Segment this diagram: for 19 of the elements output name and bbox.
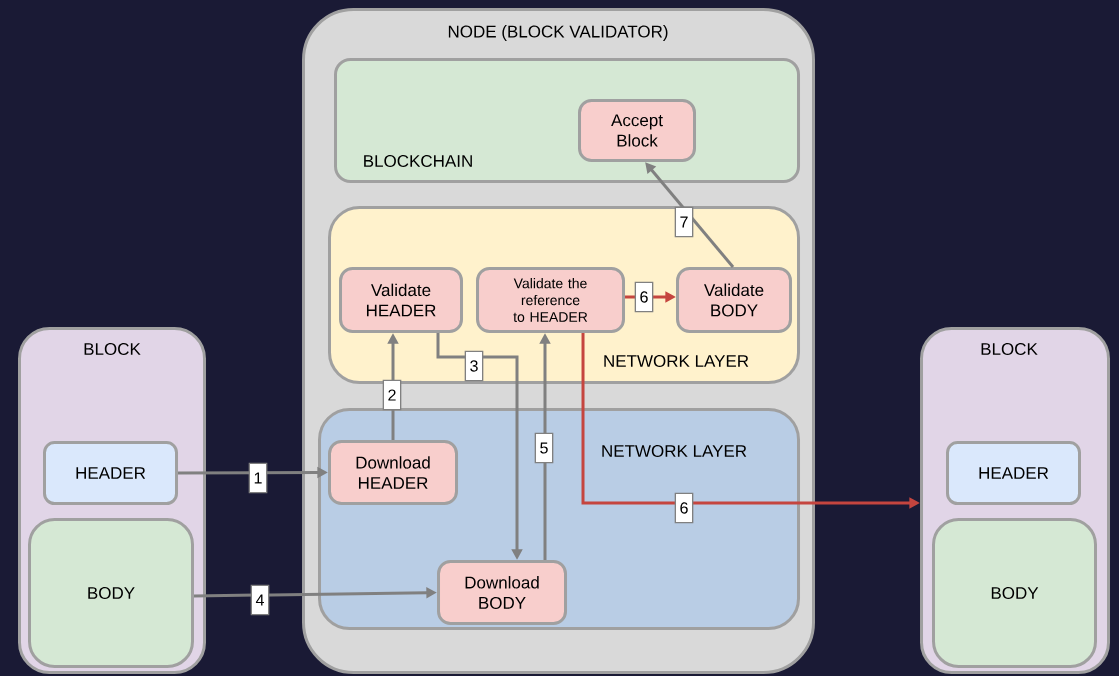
edge-label: 1 <box>248 462 268 494</box>
body-box: BODY <box>932 518 1097 668</box>
body-box: BODY <box>28 518 194 668</box>
process-box: Validate BODY <box>676 267 792 333</box>
edge-label: 5 <box>534 432 554 464</box>
process-box: Validate the reference to HEADER <box>476 267 625 333</box>
edge-label: 3 <box>464 350 484 382</box>
process-box: Download HEADER <box>328 440 458 505</box>
header-box: HEADER <box>43 441 178 505</box>
arrow <box>645 162 735 268</box>
process-box: Download BODY <box>437 560 567 625</box>
process-box: Validate HEADER <box>339 267 463 333</box>
header-box: HEADER <box>946 441 1081 505</box>
edge-label: 6 <box>674 492 694 524</box>
edge-label: 4 <box>250 584 270 616</box>
edge-label: 2 <box>382 379 402 411</box>
process-box: Accept Block <box>578 99 696 162</box>
edge-label: 6 <box>634 281 654 313</box>
edge-label: 7 <box>674 206 694 238</box>
